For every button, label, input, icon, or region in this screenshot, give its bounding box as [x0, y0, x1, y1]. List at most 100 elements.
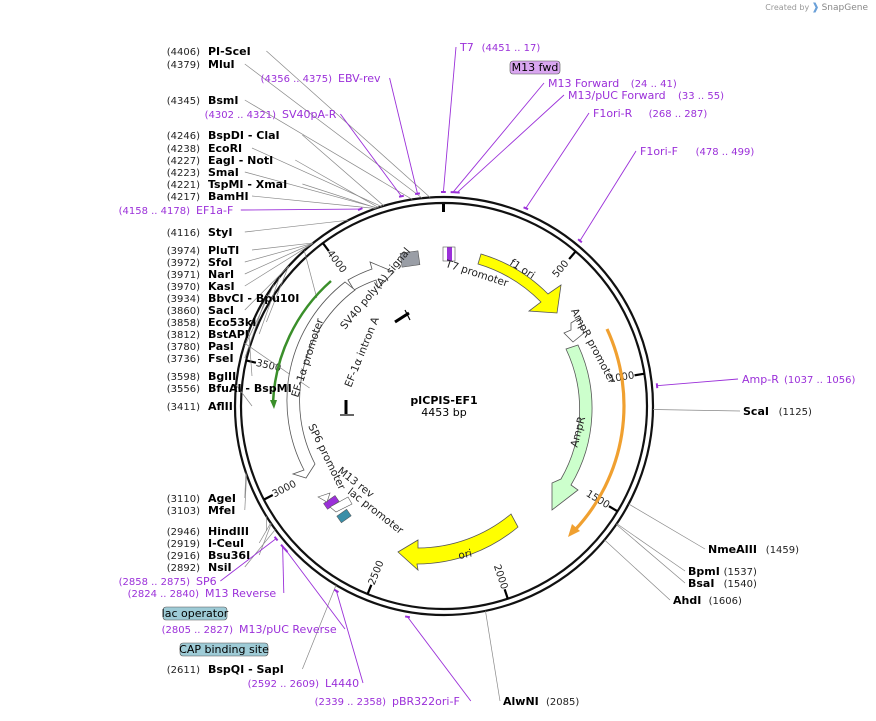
- enzyme-label[interactable]: (3974)PluTI: [167, 244, 240, 257]
- enzyme-leader: [616, 524, 686, 584]
- primer-name: F1ori-R: [593, 107, 633, 120]
- right-enzyme-labels: ScaI(1125) NmeAIII(1459) BpmI(1537)BsaI(15…: [503, 405, 812, 708]
- ampr-promoter-arrow[interactable]: [563, 317, 585, 343]
- enzyme-leader: [235, 384, 253, 407]
- ef1a-promoter-arrow[interactable]: [286, 281, 356, 479]
- enzyme-label[interactable]: (3972)SfoI: [167, 256, 233, 269]
- primer-name: M13 Reverse: [205, 587, 276, 600]
- primer-label[interactable]: F1ori-F(478 .. 499): [640, 145, 754, 158]
- primer-label[interactable]: M13 Forward(24 .. 41): [548, 77, 677, 90]
- enzyme-label[interactable]: (4238)EcoRI: [167, 142, 242, 155]
- enzyme-label[interactable]: (3736)FseI: [167, 352, 234, 365]
- enzyme-label[interactable]: (2916)Bsu36I: [167, 549, 250, 562]
- enzyme-name: MluI: [208, 58, 235, 71]
- primer-label[interactable]: F1ori-R(268 .. 287): [593, 107, 707, 120]
- primer-leader: [220, 538, 277, 582]
- enzyme-label[interactable]: AlwNI(2085): [503, 695, 579, 708]
- enzyme-label[interactable]: (3858)Eco53kI: [167, 316, 257, 329]
- primer-label[interactable]: T7(4451 .. 17): [459, 41, 540, 54]
- enzyme-name: PI-SceI: [208, 45, 251, 58]
- primer-name: M13/pUC Reverse: [239, 623, 337, 636]
- enzyme-leader: [244, 529, 276, 568]
- enzyme-label[interactable]: (3411)AflII: [167, 400, 233, 413]
- primer-label[interactable]: M13 Reverse(2824 .. 2840): [128, 587, 277, 600]
- enzyme-name: PluTI: [208, 244, 239, 257]
- enzyme-label[interactable]: (2919)I-CeuI: [167, 537, 244, 550]
- enzyme-label[interactable]: (3934)BbvCI - Bpu10I: [167, 292, 300, 305]
- primer-name: F1ori-F: [640, 145, 678, 158]
- enzyme-label[interactable]: (4345)BsmI: [167, 94, 239, 107]
- enzyme-label[interactable]: (4246)BspDI - ClaI: [167, 129, 280, 142]
- primer-label[interactable]: L4440(2592 .. 2609): [248, 677, 360, 690]
- enzyme-label[interactable]: (3780)PasI: [167, 340, 234, 353]
- tick-label: 3000: [271, 479, 299, 500]
- primer-label[interactable]: pBR322ori-F(2339 .. 2358): [315, 695, 460, 708]
- primer-range: (2805 .. 2827): [162, 625, 234, 636]
- sv40-polya-arrow[interactable]: [347, 261, 395, 291]
- primer-name: M13 Forward: [548, 77, 619, 90]
- ori-arrow[interactable]: [397, 513, 519, 572]
- primer-label[interactable]: M13/pUC Forward(33 .. 55): [568, 89, 724, 102]
- enzyme-label[interactable]: ScaI(1125): [743, 405, 812, 418]
- enzyme-label[interactable]: (2946)HindIII: [167, 525, 249, 538]
- enzyme-label[interactable]: (4406)PI-SceI: [167, 45, 251, 58]
- tick-mark: [608, 505, 619, 513]
- enzyme-position: (3858): [167, 318, 200, 329]
- enzyme-label[interactable]: BsaI(1540): [688, 577, 757, 590]
- enzyme-position: (4227): [167, 156, 200, 167]
- enzyme-label[interactable]: (3860)SacI: [167, 304, 234, 317]
- primer-label[interactable]: M13/pUC Reverse (2805 .. 2827): [162, 623, 337, 636]
- enzyme-label[interactable]: (4217)BamHI: [167, 190, 249, 203]
- enzyme-name: BspDI - ClaI: [208, 129, 280, 142]
- enzyme-leader: [652, 409, 741, 412]
- enzyme-label[interactable]: (3812)BstAPI: [167, 328, 249, 341]
- primer-label[interactable]: EF1a-F(4158 .. 4178): [119, 204, 234, 217]
- primer-label[interactable]: SP6(2858 .. 2875): [119, 575, 217, 588]
- primer-leader: [579, 150, 637, 241]
- primer-mark: [523, 206, 529, 211]
- enzyme-label[interactable]: (3556)BfuAI - BspMI: [167, 382, 292, 395]
- enzyme-name: KasI: [208, 280, 235, 293]
- tick-mark: [366, 584, 373, 595]
- enzyme-position: (1125): [779, 407, 812, 418]
- enzyme-leader: [244, 243, 313, 287]
- primer-range: (4302 .. 4321): [205, 110, 277, 121]
- boxed-label-lac-operator[interactable]: lac operator: [162, 606, 229, 621]
- enzyme-label[interactable]: (4223)SmaI: [167, 166, 239, 179]
- enzyme-label[interactable]: (3103)MfeI: [167, 504, 236, 517]
- tick-mark: [568, 250, 577, 260]
- primer-range: (1037 .. 1056): [784, 375, 856, 386]
- sp6-promoter-arrowhead: [317, 492, 331, 503]
- enzyme-leader: [303, 250, 318, 299]
- enzyme-label[interactable]: (3971)NarI: [167, 268, 234, 281]
- ampr-arrow[interactable]: [551, 344, 593, 511]
- f1-ori-arrow[interactable]: [477, 253, 562, 314]
- enzyme-label[interactable]: (2892)NsiI: [167, 561, 232, 574]
- enzyme-name: BsmI: [208, 94, 239, 107]
- enzyme-label[interactable]: AhdI(1606): [673, 594, 742, 607]
- enzyme-position: (1537): [724, 567, 757, 578]
- enzyme-label[interactable]: (4227)EagI - NotI: [167, 154, 274, 167]
- primer-labels: T7(4451 .. 17)M13 Forward(24 .. 41)M13/p…: [119, 41, 856, 708]
- enzyme-label[interactable]: (3970) KasI: [167, 280, 235, 293]
- enzyme-label[interactable]: (2611)BspQI - SapI: [167, 663, 284, 676]
- enzyme-label[interactable]: (3598)BglII: [167, 370, 236, 383]
- boxed-label-cap-site[interactable]: CAP binding site: [179, 642, 269, 657]
- enzyme-label[interactable]: BpmI(1537): [688, 565, 757, 578]
- primer-label[interactable]: Amp-R(1037 .. 1056): [742, 373, 856, 386]
- boxed-label-m13-fwd[interactable]: M13 fwd: [509, 60, 561, 75]
- primer-label[interactable]: SV40pA-R(4302 .. 4321): [205, 108, 337, 121]
- enzyme-label[interactable]: (4116)StyI: [167, 226, 233, 239]
- enzyme-name: HindIII: [208, 525, 249, 538]
- enzyme-label[interactable]: (4379)MluI: [167, 58, 235, 71]
- enzyme-leader: [244, 474, 247, 511]
- enzyme-position: (3970): [167, 282, 200, 293]
- enzyme-leader: [258, 522, 272, 544]
- enzyme-label[interactable]: (4221)TspMI - XmaI: [167, 178, 287, 191]
- primer-label[interactable]: EBV-rev(4356 .. 4375): [261, 72, 381, 85]
- enzyme-leader: [616, 523, 686, 572]
- enzyme-leader: [628, 503, 706, 550]
- enzyme-label[interactable]: NmeAIII(1459): [708, 543, 799, 556]
- enzyme-position: (1540): [724, 579, 757, 590]
- enzyme-label[interactable]: (3110)AgeI: [167, 492, 236, 505]
